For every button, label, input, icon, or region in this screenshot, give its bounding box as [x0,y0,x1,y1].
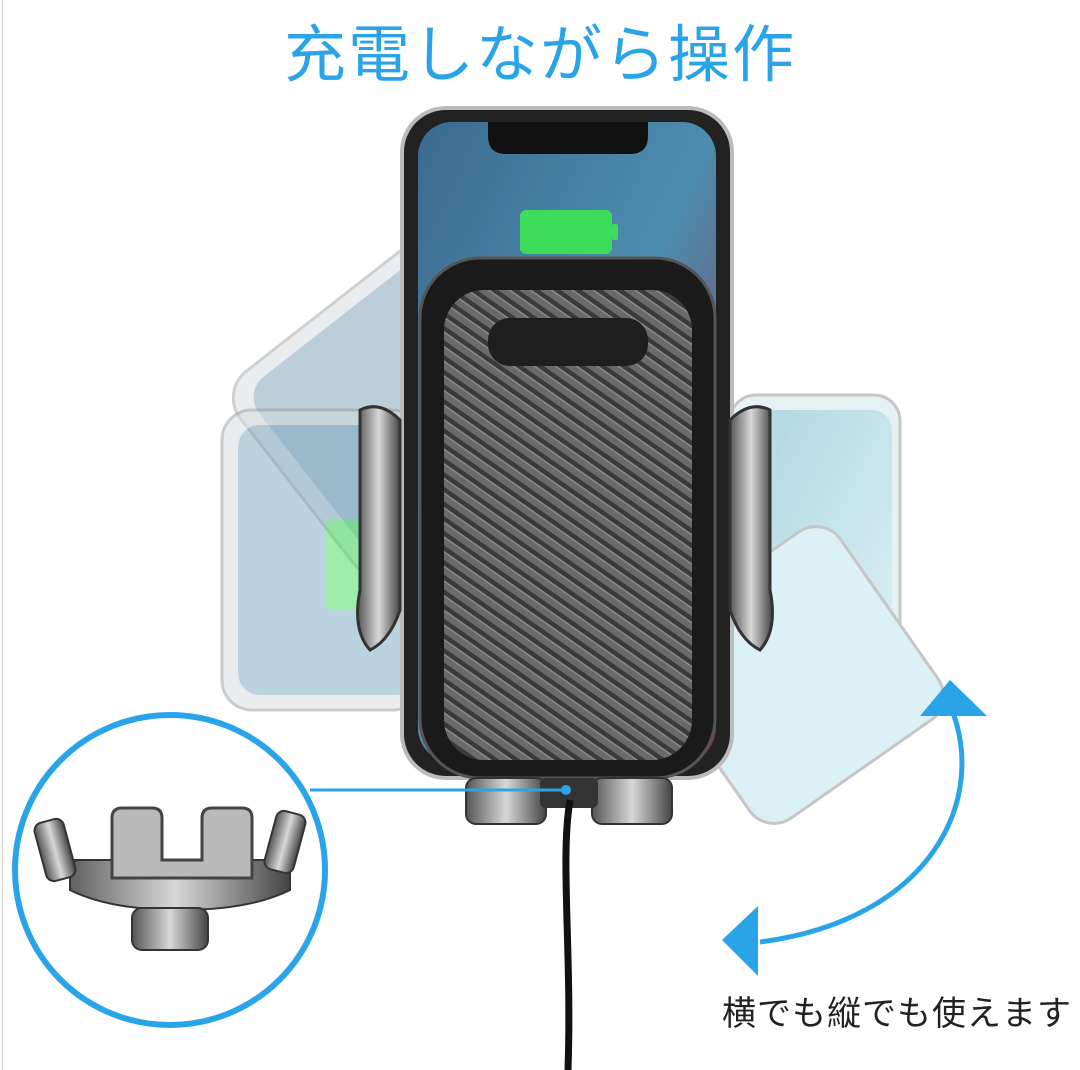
phone-notch [488,122,648,154]
left-border-line [2,0,3,1070]
logo-slot [488,318,648,366]
battery-icon [520,210,612,254]
rotate-arrow-icon [722,680,987,976]
holder-clamp-detail [33,806,307,951]
holder-arm-right [728,405,774,652]
headline: 充電しながら操作 [283,18,796,91]
orientation-caption: 横でも縦でも使えます [722,994,1072,1034]
battery-icon [325,520,361,610]
holder-arm-left [356,405,402,652]
cable-icon [562,799,574,1070]
charging-pad [418,256,717,780]
